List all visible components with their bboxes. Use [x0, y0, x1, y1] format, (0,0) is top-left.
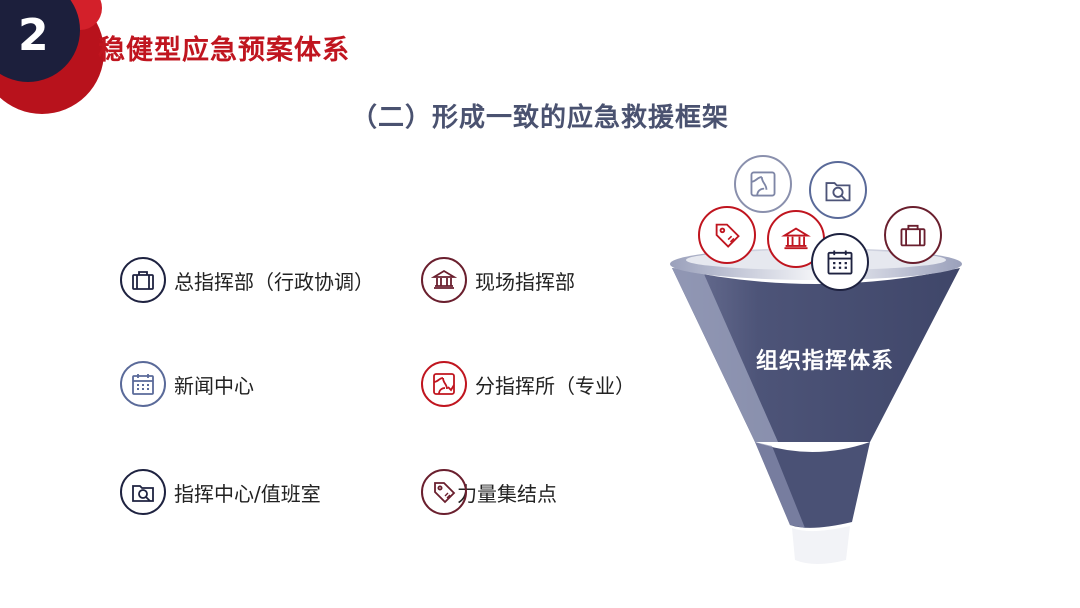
tag-icon	[421, 469, 467, 515]
item-sub-command: 分指挥所（专业）	[421, 358, 635, 410]
item-label: 新闻中心	[174, 373, 254, 398]
item-label: 力量集结点	[457, 481, 557, 506]
calendar-icon	[811, 233, 869, 291]
map-icon	[734, 155, 792, 213]
section-number: 2	[18, 10, 49, 61]
item-general-command: 总指挥部（行政协调）	[120, 254, 374, 306]
item-label: 总指挥部（行政协调）	[174, 269, 374, 294]
section-title: 稳健型应急预案体系	[98, 35, 350, 66]
item-label: 现场指挥部	[475, 269, 575, 294]
item-command-center: 指挥中心/值班室	[120, 466, 321, 518]
item-news-center: 新闻中心	[120, 358, 254, 410]
item-assembly-point: 力量集结点	[421, 466, 557, 518]
folder-search-icon	[120, 469, 166, 515]
tag-icon	[698, 206, 756, 264]
item-label: 指挥中心/值班室	[174, 481, 321, 506]
folder-search-icon	[809, 161, 867, 219]
calendar-icon	[120, 361, 166, 407]
briefcase-icon	[120, 257, 166, 303]
briefcase-icon	[884, 206, 942, 264]
item-field-command: 现场指挥部	[421, 254, 575, 306]
page-subtitle: （二）形成一致的应急救援框架	[350, 103, 729, 133]
item-label: 分指挥所（专业）	[475, 373, 635, 398]
bank-icon	[421, 257, 467, 303]
corner-decoration	[0, 0, 104, 114]
funnel-label: 组织指挥体系	[755, 349, 894, 374]
map-icon	[421, 361, 467, 407]
funnel-graphic	[670, 248, 962, 564]
